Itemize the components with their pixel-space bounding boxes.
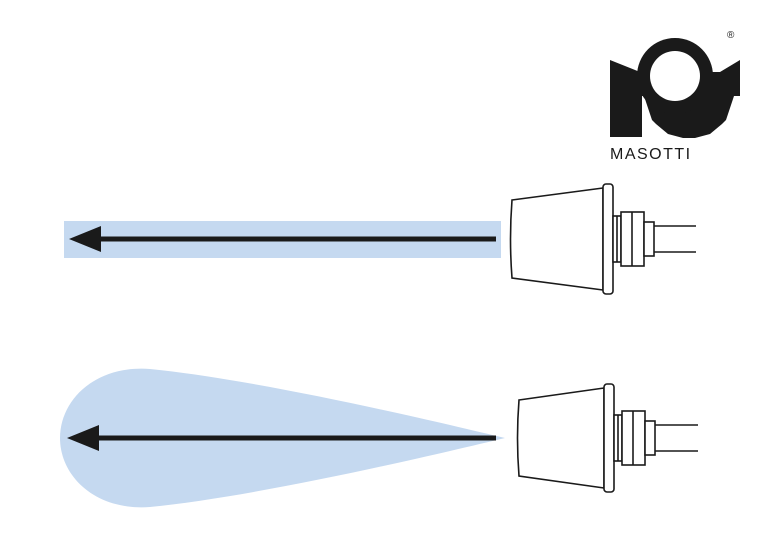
- fixture-cone: [509, 187, 604, 291]
- fixture-flange: [603, 383, 615, 493]
- arrow-head: [67, 425, 99, 451]
- registered-mark: ®: [727, 30, 735, 41]
- fixture-cable: [655, 424, 698, 452]
- masotti-logo: MASOTTI ®: [610, 30, 740, 163]
- narrow-beam-panel: [64, 183, 696, 295]
- logo-gap-left: [626, 96, 642, 137]
- logo-brand-text: MASOTTI: [610, 146, 692, 163]
- fixture-cable: [654, 225, 696, 253]
- logo-ring-hole: [650, 51, 700, 101]
- fixture-neck: [644, 420, 656, 456]
- wide-beam-panel: [60, 368, 698, 508]
- masotti-logo-icon: [610, 38, 740, 138]
- arrow-head: [69, 226, 101, 252]
- fixture-flange: [602, 183, 614, 295]
- fixture-cone: [516, 387, 605, 489]
- narrow-beam-arrow: [69, 226, 496, 252]
- light-fixture-icon: [509, 183, 696, 295]
- wide-beam-arrow: [67, 425, 496, 451]
- fixture-neck: [643, 221, 655, 257]
- light-fixture-icon: [516, 383, 698, 493]
